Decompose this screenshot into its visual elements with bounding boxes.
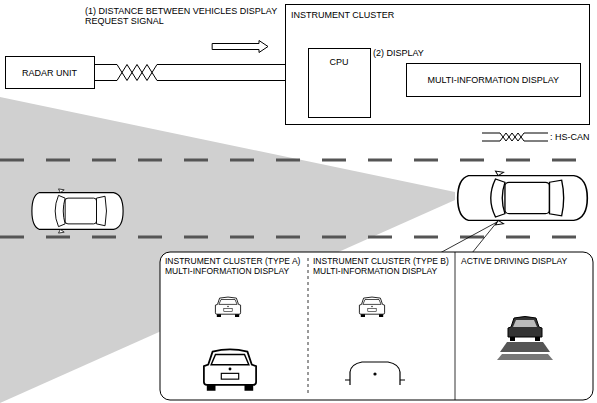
- display-panel: [160, 252, 593, 400]
- legend-text: : HS-CAN: [550, 132, 590, 142]
- vehicle-icon: [215, 297, 240, 317]
- cpu-box: CPU: [308, 48, 371, 118]
- vehicle-ahead: [32, 189, 123, 233]
- direction-arrow: [212, 41, 268, 53]
- signal-label: (2) DISPLAY: [373, 48, 424, 58]
- lane-line: [0, 236, 597, 239]
- display-box: MULTI-INFORMATION DISPLAY: [406, 63, 581, 97]
- node-text: CPU: [330, 57, 349, 67]
- node-text: INSTRUMENT CLUSTER: [291, 10, 394, 20]
- node-text: ACTIVE DRIVING DISPLAY: [461, 256, 597, 266]
- vehicle-outline-icon: [345, 362, 405, 385]
- unit-box: RADAR UNIT: [5, 56, 95, 89]
- node-text: INSTRUMENT CLUSTER (TYPE B) MULTI-INFORM…: [313, 256, 463, 276]
- can-wire: [482, 133, 548, 141]
- own-vehicle: [458, 171, 588, 225]
- active-driving-icon: [497, 317, 553, 361]
- can-wire: [482, 133, 548, 141]
- legend-sample: [482, 133, 548, 141]
- node-text: RADAR UNIT: [22, 68, 77, 78]
- node-text: MULTI-INFORMATION DISPLAY: [428, 75, 560, 85]
- vehicle-icon: [359, 297, 384, 317]
- leader-line: [472, 222, 497, 253]
- cluster-box: INSTRUMENT CLUSTER CPU MULTI-INFORMATION D…: [285, 4, 590, 125]
- panel-divider: [455, 252, 456, 400]
- node-text: INSTRUMENT CLUSTER (TYPE A) MULTI-INFORM…: [165, 256, 315, 276]
- signal-label: (1) DISTANCE BETWEEN VEHICLES DISPLAY RE…: [85, 6, 285, 26]
- can-connector: [95, 41, 308, 81]
- vehicle-icon: [204, 349, 256, 390]
- leader-line: [440, 222, 497, 253]
- panel-section: INSTRUMENT CLUSTER (TYPE A) MULTI-INFORM…: [165, 256, 315, 292]
- lane-line: [0, 159, 597, 162]
- panel-divider: [308, 258, 309, 395]
- can-wire: [95, 65, 308, 81]
- panel-section: ACTIVE DRIVING DISPLAY: [461, 256, 597, 276]
- can-wire: [95, 65, 308, 81]
- panel-section: INSTRUMENT CLUSTER (TYPE B) MULTI-INFORM…: [313, 256, 463, 292]
